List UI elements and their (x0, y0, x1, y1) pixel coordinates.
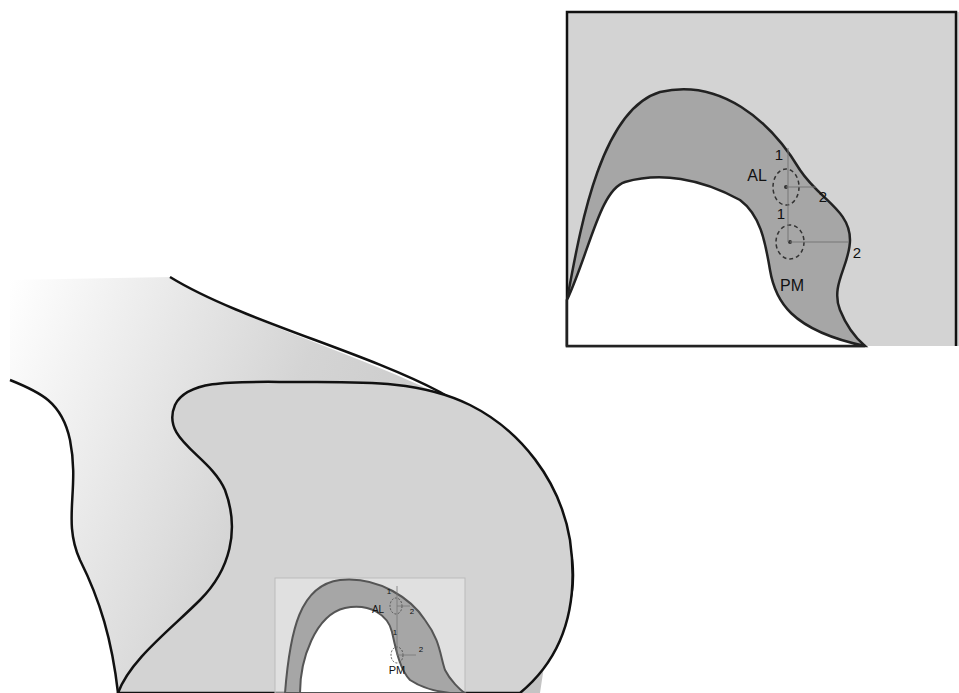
notch (567, 177, 865, 346)
region-label: PM (389, 665, 406, 676)
notch-wall (567, 89, 865, 346)
measure-line (786, 187, 816, 188)
notch (300, 607, 450, 693)
callout-number: 2 (853, 245, 861, 260)
measure-line (397, 655, 416, 656)
measure-line (790, 242, 848, 243)
condyle-surface (118, 382, 573, 693)
callout-number: 2 (419, 646, 423, 654)
callout-number: 2 (819, 189, 827, 204)
callout-number: 1 (777, 206, 785, 221)
callout-number: 1 (393, 629, 397, 637)
region-label: AL (747, 168, 767, 184)
region-label: PM (780, 278, 804, 294)
callout-number: 1 (775, 147, 783, 162)
notch-wall (285, 580, 465, 693)
measure-line (397, 606, 410, 607)
inset-ground (567, 12, 959, 346)
measure-line (397, 586, 398, 655)
measure-line (788, 148, 789, 242)
callout-number: 2 (410, 608, 414, 616)
region-label: AL (372, 605, 384, 615)
inset-border (567, 12, 956, 346)
callout-number: 1 (387, 588, 391, 596)
shaft-outline (10, 380, 118, 693)
inset-frame (275, 578, 465, 693)
